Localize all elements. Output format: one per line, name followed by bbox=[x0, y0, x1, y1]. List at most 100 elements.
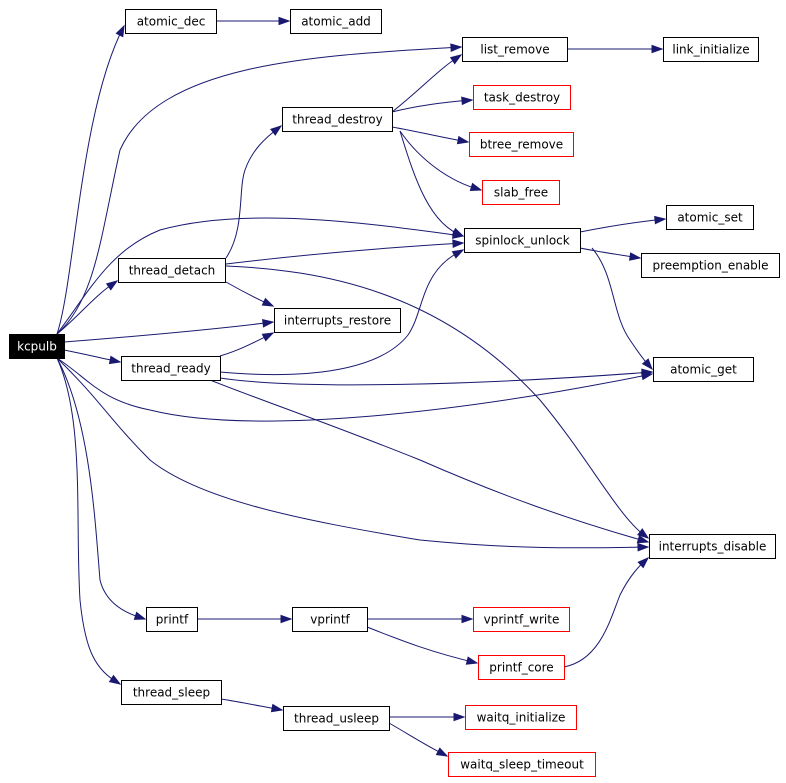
arrowhead-icon bbox=[641, 358, 653, 371]
node-thread-sleep[interactable]: thread_sleep bbox=[121, 680, 222, 705]
node-label: btree_remove bbox=[480, 138, 563, 152]
node-atomic-get[interactable]: atomic_get bbox=[653, 357, 754, 382]
node-label: thread_usleep bbox=[294, 712, 379, 726]
node-label: list_remove bbox=[480, 43, 549, 57]
node-box bbox=[274, 308, 401, 333]
edge-line bbox=[399, 130, 464, 237]
node-atomic-dec[interactable]: atomic_dec bbox=[125, 9, 217, 34]
arrowhead-icon bbox=[450, 43, 463, 52]
edge-line bbox=[63, 321, 274, 343]
node-vprintf[interactable]: vprintf bbox=[292, 607, 368, 632]
node-label: atomic_set bbox=[677, 211, 743, 225]
node-label: waitq_sleep_timeout bbox=[460, 758, 584, 772]
arrowhead-icon bbox=[108, 674, 122, 685]
edge-line bbox=[56, 357, 653, 422]
arrowhead-icon bbox=[261, 332, 275, 342]
arrowhead-icon bbox=[456, 135, 470, 145]
edge-thread-detach-to-thread-destroy bbox=[225, 125, 283, 259]
node-label: kcpulb bbox=[17, 340, 57, 354]
node-box bbox=[9, 334, 65, 359]
node-interrupts-disable[interactable]: interrupts_disable bbox=[649, 534, 776, 559]
edge-line bbox=[56, 46, 462, 335]
edge-line bbox=[56, 25, 125, 335]
edge-line bbox=[209, 379, 649, 543]
node-interrupts-restore[interactable]: interrupts_restore bbox=[274, 308, 401, 333]
node-atomic-add[interactable]: atomic_add bbox=[290, 9, 382, 34]
node-preemption-enable[interactable]: preemption_enable bbox=[641, 253, 780, 278]
node-kcpulb: kcpulb bbox=[9, 334, 65, 359]
edge-kcpulb-to-thread-detach bbox=[56, 280, 119, 335]
edge-thread-destroy-to-spinlock-unlock bbox=[399, 130, 465, 237]
node-thread-destroy[interactable]: thread_destroy bbox=[282, 107, 393, 132]
node-box bbox=[282, 107, 393, 132]
node-label: spinlock_unlock bbox=[475, 234, 570, 248]
node-waitq-initialize[interactable]: waitq_initialize bbox=[465, 705, 577, 730]
edge-vprintf-to-vprintf-write bbox=[367, 614, 474, 624]
arrowhead-icon bbox=[637, 542, 650, 552]
node-box bbox=[465, 705, 577, 730]
node-label: interrupts_restore bbox=[284, 314, 391, 328]
edge-line bbox=[366, 626, 478, 664]
node-box bbox=[482, 180, 560, 205]
arrowhead-icon bbox=[636, 534, 650, 544]
arrowhead-icon bbox=[105, 280, 119, 291]
node-box bbox=[121, 680, 222, 705]
edge-line bbox=[225, 125, 282, 259]
arrowhead-icon bbox=[435, 747, 449, 757]
node-box bbox=[448, 752, 596, 777]
node-label: vprintf_write bbox=[484, 613, 560, 627]
arrowhead-icon bbox=[461, 96, 474, 106]
edge-spinlock-unlock-to-atomic-set bbox=[579, 215, 667, 233]
arrowhead-icon bbox=[280, 614, 293, 624]
node-slab-free[interactable]: slab_free bbox=[482, 180, 560, 205]
node-vprintf-write[interactable]: vprintf_write bbox=[473, 607, 570, 632]
node-btree-remove[interactable]: btree_remove bbox=[469, 132, 574, 157]
node-thread-detach[interactable]: thread_detach bbox=[118, 258, 226, 283]
node-box bbox=[469, 132, 574, 157]
node-label: thread_detach bbox=[129, 264, 216, 278]
node-box bbox=[121, 356, 221, 381]
node-link-initialize[interactable]: link_initialize bbox=[663, 37, 759, 62]
nodes-layer: kcpulb atomic_dec atomic_add list_remove lin… bbox=[9, 9, 780, 777]
node-label: thread_ready bbox=[131, 362, 210, 376]
arrowhead-icon bbox=[262, 319, 275, 328]
node-thread-ready[interactable]: thread_ready bbox=[121, 356, 221, 381]
edge-spinlock-unlock-to-atomic-get bbox=[591, 247, 653, 371]
node-atomic-set[interactable]: atomic_set bbox=[666, 205, 754, 230]
node-printf-core[interactable]: printf_core bbox=[478, 655, 565, 680]
edge-kcpulb-to-interrupts-disable bbox=[56, 357, 650, 552]
arrowhead-icon bbox=[640, 371, 654, 381]
edge-thread-usleep-to-waitq-sleep-timeout bbox=[388, 722, 449, 757]
node-task-destroy[interactable]: task_destroy bbox=[473, 85, 571, 110]
edge-kcpulb-to-atomic-dec bbox=[56, 24, 125, 335]
node-label: printf_core bbox=[489, 661, 553, 675]
node-spinlock-unlock[interactable]: spinlock_unlock bbox=[464, 228, 581, 253]
node-thread-usleep[interactable]: thread_usleep bbox=[283, 706, 390, 731]
node-label: atomic_get bbox=[670, 363, 737, 377]
arrowhead-icon bbox=[115, 24, 125, 38]
edge-thread-destroy-to-btree-remove bbox=[391, 126, 470, 145]
edge-spinlock-unlock-to-preemption-enable bbox=[579, 247, 642, 261]
node-label: preemption_enable bbox=[652, 259, 768, 273]
arrowhead-icon bbox=[452, 230, 465, 239]
arrowhead-icon bbox=[108, 355, 122, 365]
edge-thread-ready-to-atomic-get bbox=[219, 368, 654, 386]
arrowhead-icon bbox=[451, 249, 465, 259]
node-printf[interactable]: printf bbox=[146, 607, 198, 632]
node-box bbox=[641, 253, 780, 278]
edge-thread-detach-to-interrupts-disable bbox=[225, 265, 650, 539]
edge-kcpulb-to-list-remove bbox=[56, 43, 463, 335]
arrowhead-icon bbox=[637, 528, 650, 539]
edges-layer bbox=[56, 16, 667, 757]
node-box bbox=[649, 534, 776, 559]
edge-thread-detach-to-interrupts-restore bbox=[225, 281, 275, 307]
node-label: thread_sleep bbox=[133, 686, 210, 700]
node-list-remove[interactable]: list_remove bbox=[462, 37, 568, 62]
node-label: interrupts_disable bbox=[659, 540, 767, 554]
edge-line bbox=[56, 357, 121, 685]
node-label: task_destroy bbox=[484, 91, 560, 105]
arrowhead-icon bbox=[452, 239, 465, 248]
node-waitq-sleep-timeout[interactable]: waitq_sleep_timeout bbox=[448, 752, 596, 777]
arrowhead-icon bbox=[453, 712, 466, 722]
